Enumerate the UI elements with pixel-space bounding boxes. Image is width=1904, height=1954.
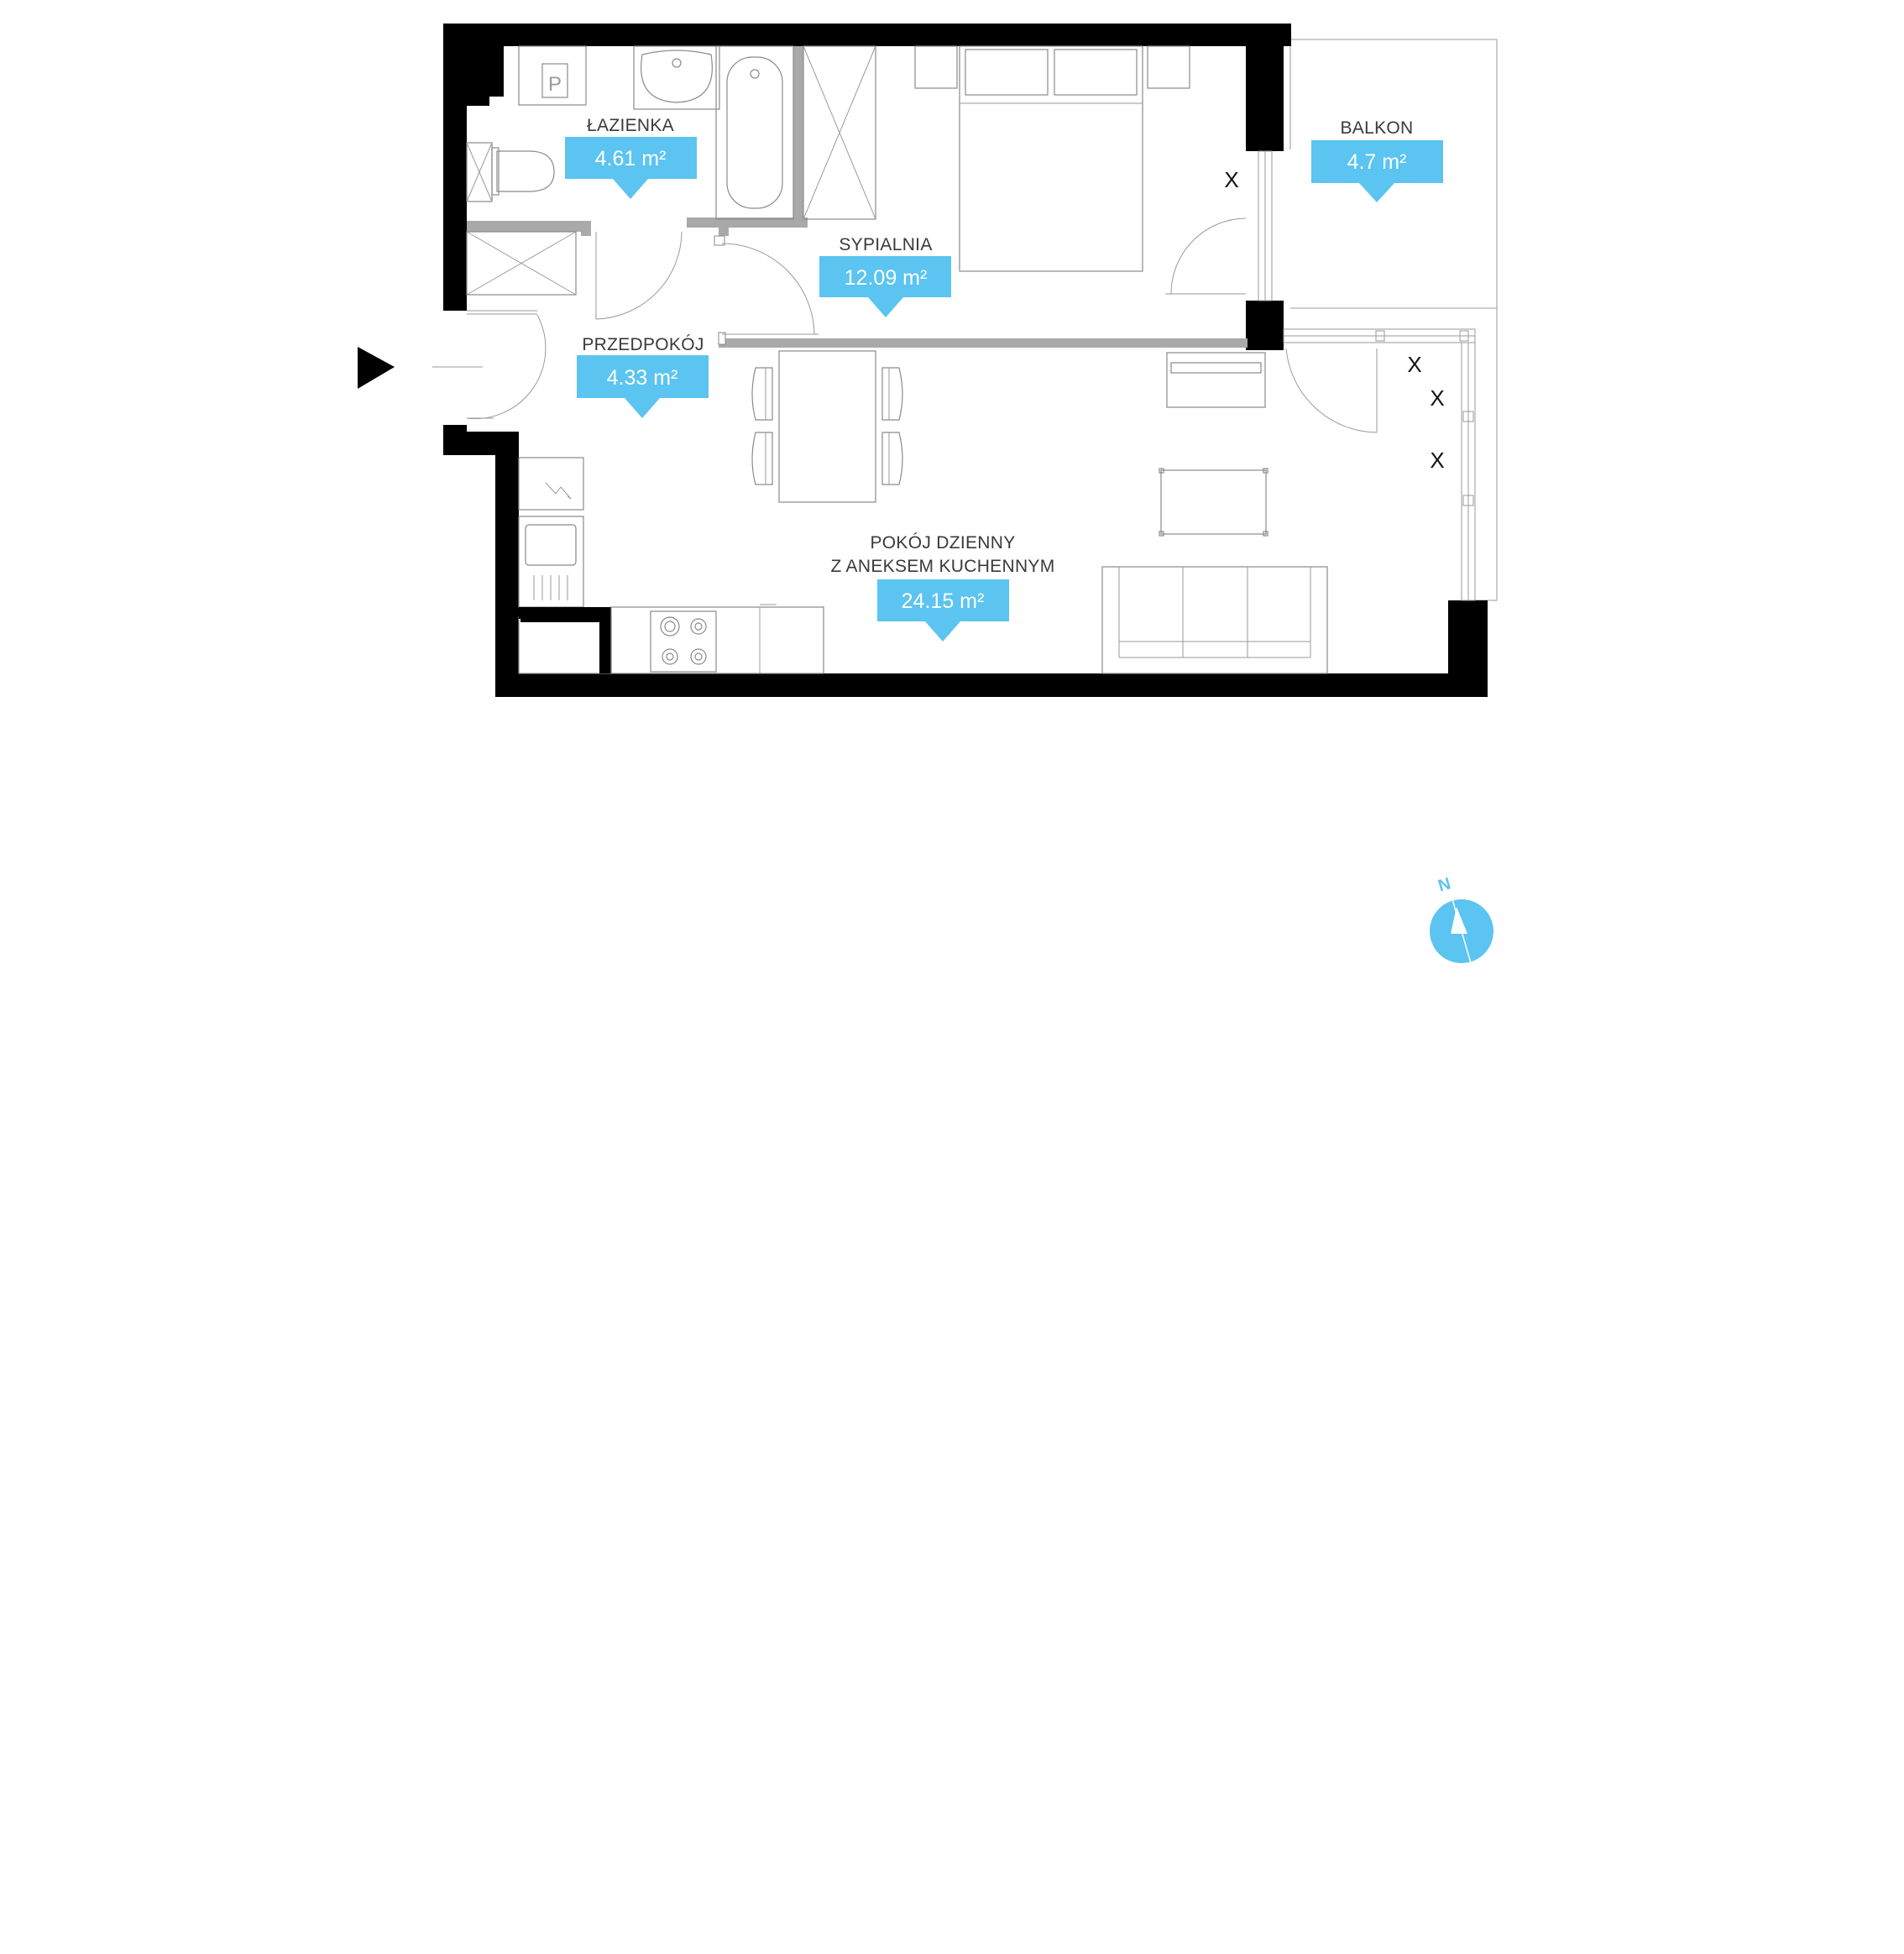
windows [1258,150,1476,601]
dining-table-icon [778,350,876,503]
window-mark: X [1430,385,1444,411]
chair-icon [751,367,773,421]
stove-icon [650,610,717,673]
bedroom-furniture [914,45,1190,272]
room-name: BALKON [1341,118,1414,138]
area-value: 12.09 m² [845,266,928,290]
compass-label: N [1436,874,1453,895]
window-mark: X [1407,352,1421,377]
room-label-hall: PRZEDPOKÓJ 4.33 m² [577,335,709,418]
living-balcony-door [1285,348,1378,433]
living-furniture [751,350,1328,674]
bed-icon [959,45,1143,272]
room-label-bedroom: SYPIALNIA 12.09 m² [819,235,951,317]
fridge-icon [518,457,584,511]
hall-wardrobe [466,231,577,296]
kitchen-sink-icon [518,516,584,608]
area-value: 4.33 m² [607,366,678,390]
room-name: ŁAZIENKA [587,116,674,135]
chair-icon [751,432,773,485]
toilet-icon [466,142,555,202]
area-badge [1311,140,1443,202]
bedroom-door [721,243,819,335]
compass-icon: N [1430,874,1493,964]
coffee-table-icon [1159,468,1268,537]
sink-icon [633,45,720,110]
area-badge [577,355,709,418]
room-name-line2: Z ANEKSEM KUCHENNYM [830,557,1054,576]
washer-label: P [548,73,562,96]
shower-cabinet-icon [803,45,876,220]
nightstand-right [1147,45,1190,89]
entrance-door [432,310,547,420]
tv-unit-icon [1166,352,1266,408]
window-mark: X [1224,167,1238,192]
area-value: 24.15 m² [902,589,985,613]
entrance-arrow-icon [358,347,395,389]
room-name-line1: POKÓJ DZIENNY [870,533,1015,553]
room-label-balcony: BALKON 4.7 m² [1311,118,1443,202]
washing-machine-icon: P [518,45,587,106]
area-value: 4.7 m² [1347,150,1407,174]
area-badge [877,579,1009,642]
nightstand-left [914,45,958,89]
room-name: SYPIALNIA [839,235,932,254]
sofa-icon [1101,566,1328,674]
window-mark: X [1430,448,1444,473]
area-value: 4.61 m² [595,147,667,170]
exterior-walls [443,24,1488,697]
door-jambs [714,235,726,345]
bathroom-door [595,231,683,320]
area-badge [819,256,951,317]
chair-icon [881,432,903,485]
electric-icon [545,482,572,500]
area-badge [565,137,697,199]
corner-cabinet [518,616,612,674]
room-label-living: POKÓJ DZIENNY Z ANEKSEM KUCHENNYM 24.15 … [830,533,1054,642]
bedroom-balcony-door [1165,217,1247,295]
kitchen [518,457,824,674]
room-name: PRZEDPOKÓJ [582,335,704,354]
partitions [467,46,1248,348]
bathtub-icon [715,45,794,220]
room-label-bathroom: ŁAZIENKA 4.61 m² [565,116,697,199]
chair-icon [881,367,903,421]
bathroom-fixtures: P [466,45,876,220]
